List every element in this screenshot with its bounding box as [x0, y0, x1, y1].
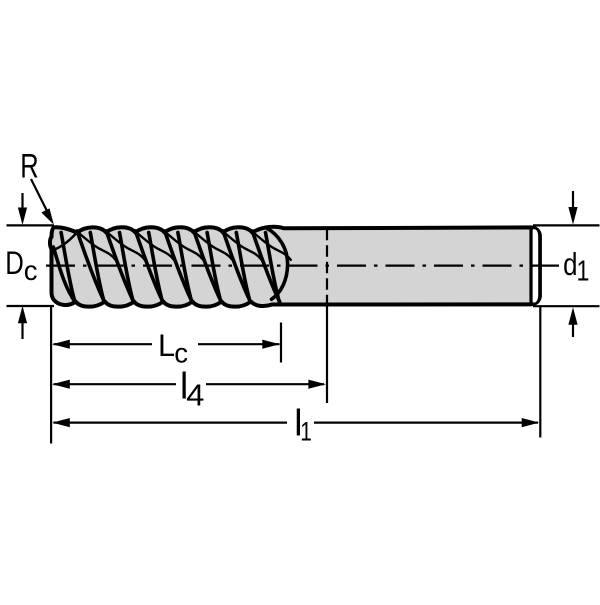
svg-text:R: R — [20, 148, 38, 185]
svg-text:L: L — [158, 328, 175, 363]
svg-text:c: c — [174, 338, 188, 369]
svg-text:l: l — [180, 365, 188, 406]
svg-text:1: 1 — [577, 254, 590, 287]
svg-text:l: l — [294, 403, 302, 444]
svg-text:d: d — [563, 247, 577, 282]
svg-text:D: D — [5, 245, 24, 282]
svg-text:1: 1 — [300, 417, 312, 447]
svg-text:4: 4 — [186, 377, 204, 412]
svg-text:c: c — [24, 255, 38, 286]
